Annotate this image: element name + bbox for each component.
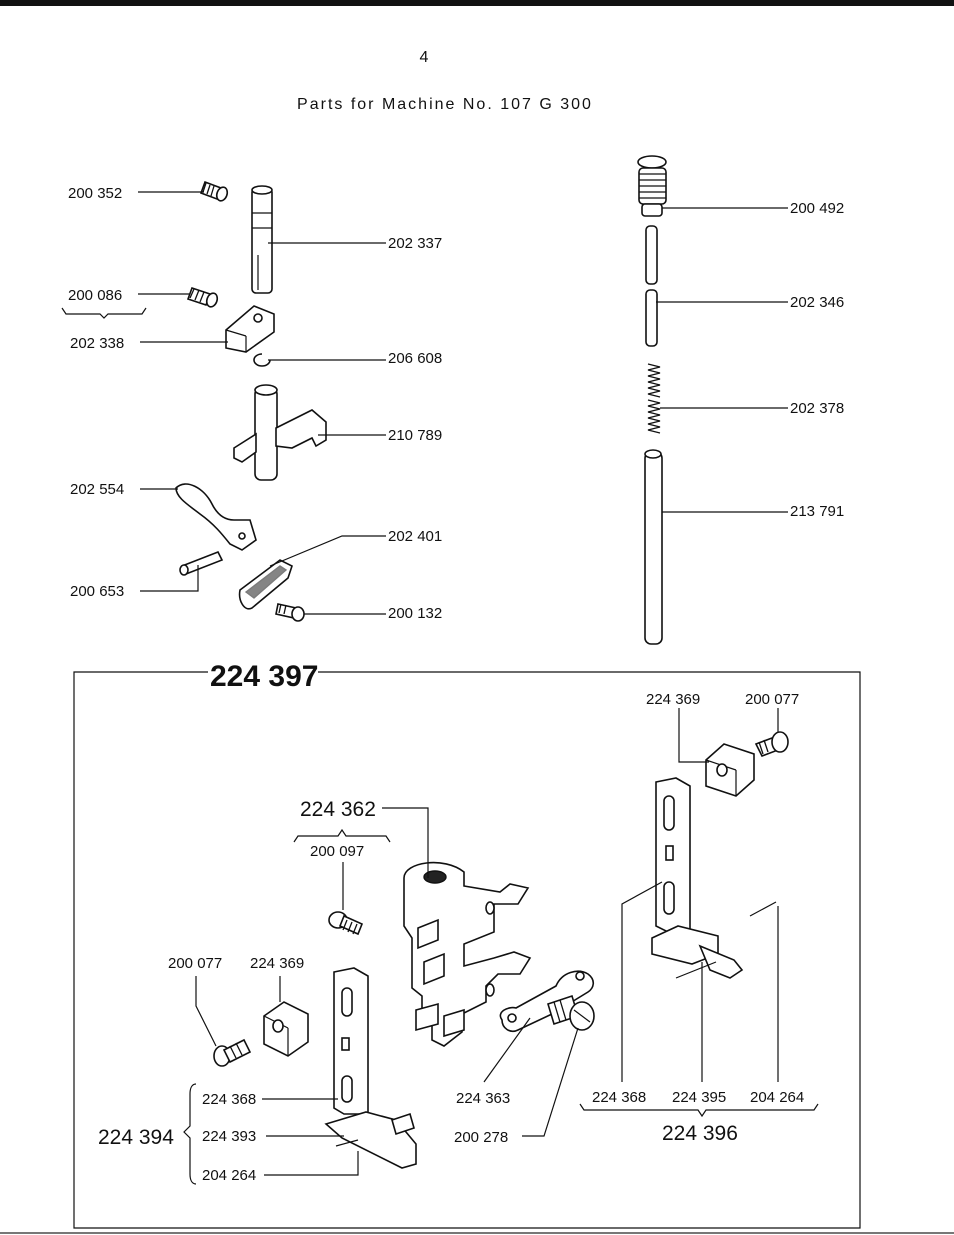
bracket-200097	[293, 828, 391, 843]
label-200352: 200 352	[68, 185, 122, 202]
foot-224396-drawing	[651, 777, 744, 979]
label-204264-right: 204 264	[750, 1089, 804, 1106]
label-200077-left: 200 077	[168, 955, 222, 972]
label-202554: 202 554	[70, 481, 124, 498]
label-224394: 224 394	[98, 1126, 174, 1149]
pin-202337-drawing	[251, 185, 273, 294]
screw-200086-drawing	[186, 286, 219, 308]
screw-200352-drawing	[199, 180, 229, 202]
label-200097: 200 097	[310, 843, 364, 860]
screw-200278-drawing	[547, 994, 595, 1031]
foot-224394-drawing	[324, 967, 417, 1169]
screw-200097-drawing	[328, 911, 364, 936]
label-206608: 206 608	[388, 350, 442, 367]
label-224395: 224 395	[672, 1089, 726, 1106]
lever-210789-drawing	[233, 384, 327, 481]
lever-224363-drawing	[499, 970, 595, 1033]
ring-206608-drawing	[253, 353, 271, 367]
pin-202346-drawing	[645, 225, 658, 347]
assembly-frame	[73, 671, 861, 1229]
top-rule	[0, 0, 954, 6]
assembly-number: 224 397	[210, 660, 318, 693]
screw-200077-top-drawing	[754, 731, 789, 758]
label-224363: 224 363	[456, 1090, 510, 1107]
screw-200492-drawing	[637, 155, 667, 217]
screw-200132-drawing	[275, 603, 305, 622]
label-200492: 200 492	[790, 200, 844, 217]
label-202338: 202 338	[70, 335, 124, 352]
plate-202401-drawing	[238, 559, 293, 610]
pin-200653-drawing	[179, 550, 224, 576]
bracket-224396	[579, 1103, 819, 1118]
page-title: Parts for Machine No. 107 G 300	[297, 96, 593, 113]
label-224368-left: 224 368	[202, 1091, 256, 1108]
label-200077-top: 200 077	[745, 691, 799, 708]
spring-202378-drawing	[647, 363, 661, 434]
label-202401: 202 401	[388, 528, 442, 545]
label-213791: 213 791	[790, 503, 844, 520]
label-210789: 210 789	[388, 427, 442, 444]
plate-224369-top-drawing	[705, 743, 755, 797]
label-200653: 200 653	[70, 583, 124, 600]
page-number: 4	[420, 49, 431, 66]
label-204264-left: 204 264	[202, 1167, 256, 1184]
bottom-rule	[0, 1232, 954, 1234]
bracket-200086	[61, 307, 147, 319]
lever-202554-drawing	[175, 483, 257, 551]
label-202378: 202 378	[790, 400, 844, 417]
label-224369-top: 224 369	[646, 691, 700, 708]
label-200278: 200 278	[454, 1129, 508, 1146]
label-200086: 200 086	[68, 287, 122, 304]
plate-224369-left-drawing	[263, 1001, 309, 1057]
label-224369-left: 224 369	[250, 955, 304, 972]
label-202346: 202 346	[790, 294, 844, 311]
label-224362: 224 362	[300, 798, 376, 821]
screw-200077-left-drawing	[213, 1038, 252, 1067]
label-224393: 224 393	[202, 1128, 256, 1145]
bracket-224362-drawing	[403, 861, 532, 1047]
rod-213791-drawing	[644, 449, 663, 645]
clamp-202338-drawing	[225, 305, 275, 353]
label-224396: 224 396	[662, 1122, 738, 1145]
label-200132: 200 132	[388, 605, 442, 622]
label-202337: 202 337	[388, 235, 442, 252]
label-224368-right: 224 368	[592, 1089, 646, 1106]
